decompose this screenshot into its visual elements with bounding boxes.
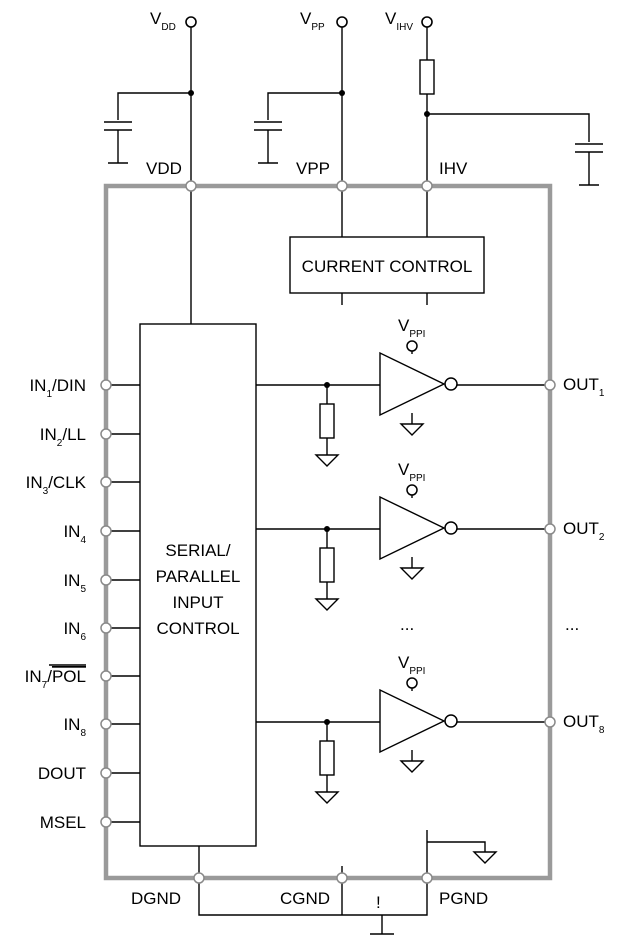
output-2-label: OUT2 [563, 519, 605, 543]
vppi-label-2: VPPI [398, 460, 425, 484]
out1-pin [544, 379, 556, 391]
vppi-label-1: VPPI [398, 316, 425, 340]
pin-in1-din: IN1/DIN [29, 376, 86, 400]
pin-in5: IN5 [63, 571, 86, 595]
package-pins [100, 180, 556, 884]
in8-pin [100, 718, 112, 730]
in5-pin [100, 574, 112, 586]
in2-pin [100, 428, 112, 440]
msel-pin [100, 816, 112, 828]
vppi-label-8: VPPI [398, 653, 425, 677]
pin-in7-pol: IN7/POL [25, 667, 86, 691]
channel-ellipsis: ... [400, 615, 414, 634]
left-pins [106, 384, 140, 823]
vdd-decoupling [104, 27, 194, 183]
dgnd-pin [193, 872, 205, 884]
pin-in4: IN4 [63, 522, 86, 546]
vdd-pin-label: VDD [146, 159, 182, 178]
input-block-line-1: SERIAL/ [165, 541, 230, 560]
vpp-pin-label: VPP [296, 159, 330, 178]
in6-pin [100, 622, 112, 634]
serial-parallel-input-control-block [139, 323, 257, 847]
vpp-pin [336, 180, 348, 192]
pin-in3-clk: IN3/CLK [26, 473, 87, 497]
vpp-terminal [336, 16, 348, 28]
in1-pin [100, 379, 112, 391]
vihv-resistor-and-cap [419, 27, 603, 186]
pin-dout: DOUT [38, 764, 86, 783]
output-1-label: OUT1 [563, 375, 605, 399]
ihv-pin-label: IHV [439, 159, 468, 178]
pin-in2-ll: IN2/LL [40, 425, 86, 449]
current-control-label: CURRENT CONTROL [302, 257, 473, 276]
output-ellipsis: ... [565, 615, 579, 634]
output-channel-2 [256, 484, 550, 611]
input-block-line-2: PARALLEL [156, 567, 241, 586]
dout-pin [100, 767, 112, 779]
pin-in8: IN8 [63, 715, 86, 739]
pin-in6: IN6 [63, 619, 86, 643]
vihv-terminal [421, 16, 433, 28]
vdd-pin [185, 180, 197, 192]
cgnd-pin [336, 872, 348, 884]
pgnd-pin [421, 872, 433, 884]
input-block-line-4: CONTROL [156, 619, 239, 638]
dgnd-pin-label: DGND [131, 889, 181, 908]
in7-pin [100, 670, 112, 682]
current-control-block [289, 236, 485, 294]
vihv-supply-label: VIHV [385, 9, 413, 33]
vdd-supply-label: VDD [150, 9, 176, 33]
external-ground-bus [198, 878, 428, 935]
output-8-label: OUT8 [563, 712, 605, 736]
warning-mark: ! [376, 893, 381, 912]
cgnd-pin-label: CGND [280, 889, 330, 908]
ihv-pin [421, 180, 433, 192]
pgnd-pin-label: PGND [439, 889, 488, 908]
vdd-terminal [185, 16, 197, 28]
out2-pin [544, 523, 556, 535]
in3-pin [100, 476, 112, 488]
pgnd-internal-ground [426, 830, 498, 878]
output-channel-1 [256, 340, 550, 467]
out8-pin [544, 716, 556, 728]
input-block-line-3: INPUT [173, 593, 224, 612]
in4-pin [100, 525, 112, 537]
vpp-supply-label: VPP [300, 9, 325, 33]
output-channel-8 [256, 677, 550, 804]
pin-msel: MSEL [40, 813, 86, 832]
vpp-decoupling [254, 27, 345, 183]
